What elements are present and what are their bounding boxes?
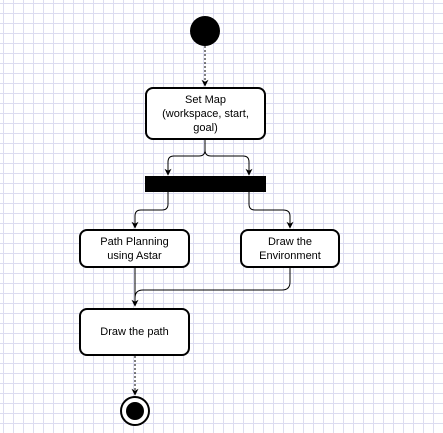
draw-path-label: Draw the path <box>100 326 169 338</box>
start-node <box>190 16 220 46</box>
draw-path-node: Draw the path <box>79 308 190 356</box>
edge-fork-to-path-planning <box>131 192 169 229</box>
edge-set-map-to-fork-right <box>204 140 253 176</box>
path-planning-label: Path Planning using Astar <box>100 235 169 262</box>
path-planning-node: Path Planning using Astar <box>79 229 190 268</box>
draw-environment-node: Draw the Environment <box>240 229 340 268</box>
set-map-label: Set Map (workspace, start, goal) <box>162 93 249 134</box>
edge-draw-environment-to-draw-path <box>134 268 291 299</box>
fork-bar <box>145 176 266 192</box>
end-node <box>120 396 150 426</box>
edge-fork-to-draw-environment <box>248 192 294 229</box>
set-map-node: Set Map (workspace, start, goal) <box>145 87 266 140</box>
draw-environment-label: Draw the Environment <box>259 235 321 262</box>
end-node-core <box>126 402 144 420</box>
edge-set-map-to-fork-left <box>164 140 206 176</box>
